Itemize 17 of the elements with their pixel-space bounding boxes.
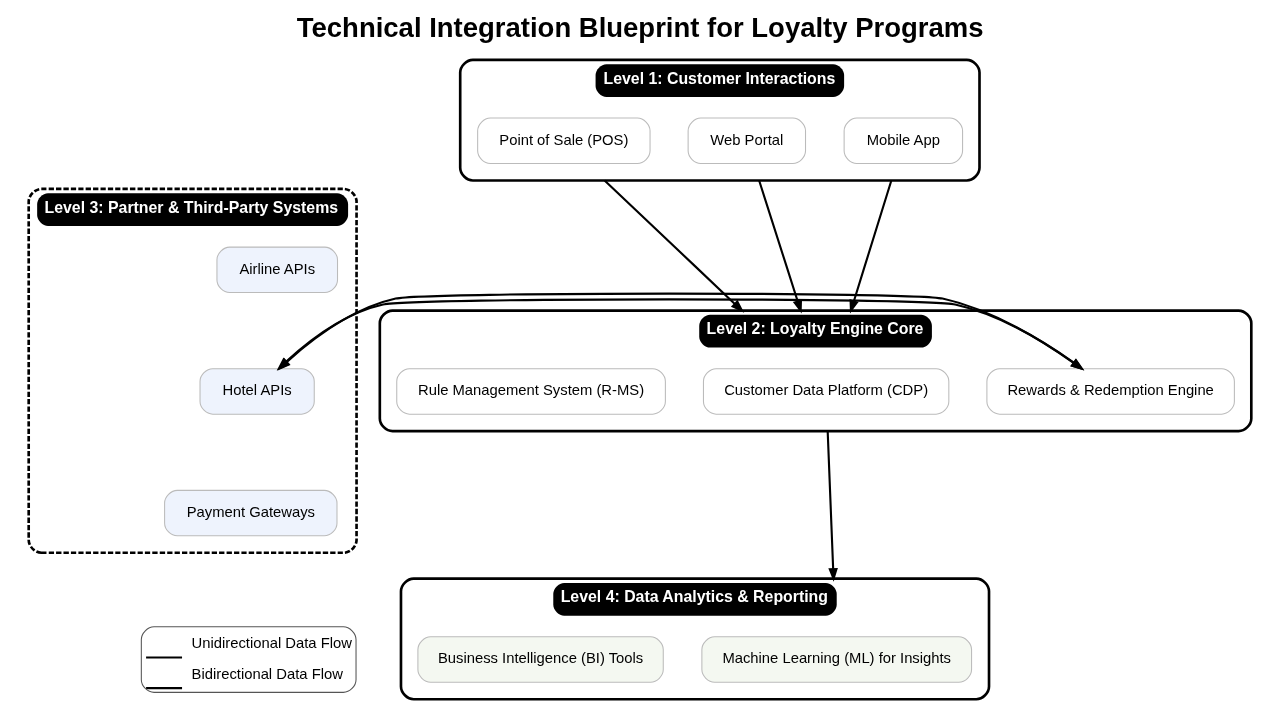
node-box: Hotel APIs <box>199 368 315 415</box>
node-box: Machine Learning (ML) for Insights <box>701 636 973 683</box>
arrow <box>826 431 838 582</box>
node-box: Customer Data Platform (CDP) <box>702 368 950 415</box>
node-box: Point of Sale (POS) <box>477 117 651 165</box>
arrow <box>758 180 803 314</box>
legend-label: Unidirectional Data Flow <box>191 635 352 652</box>
arrow <box>603 179 745 313</box>
diagram-title: Technical Integration Blueprint for Loyalty Programs <box>296 12 984 44</box>
node-box: Rewards & Redemption Engine <box>986 368 1235 415</box>
node-box: Mobile App <box>843 117 964 165</box>
legend-label: Bidirectional Data Flow <box>191 665 343 682</box>
node-box: Payment Gateways <box>164 489 338 537</box>
node-box: Rule Management System (R-MS) <box>396 368 666 415</box>
node-box: Web Portal <box>687 117 807 165</box>
node-box: Airline APIs <box>216 246 339 294</box>
node-box: Business Intelligence (BI) Tools <box>417 636 664 683</box>
